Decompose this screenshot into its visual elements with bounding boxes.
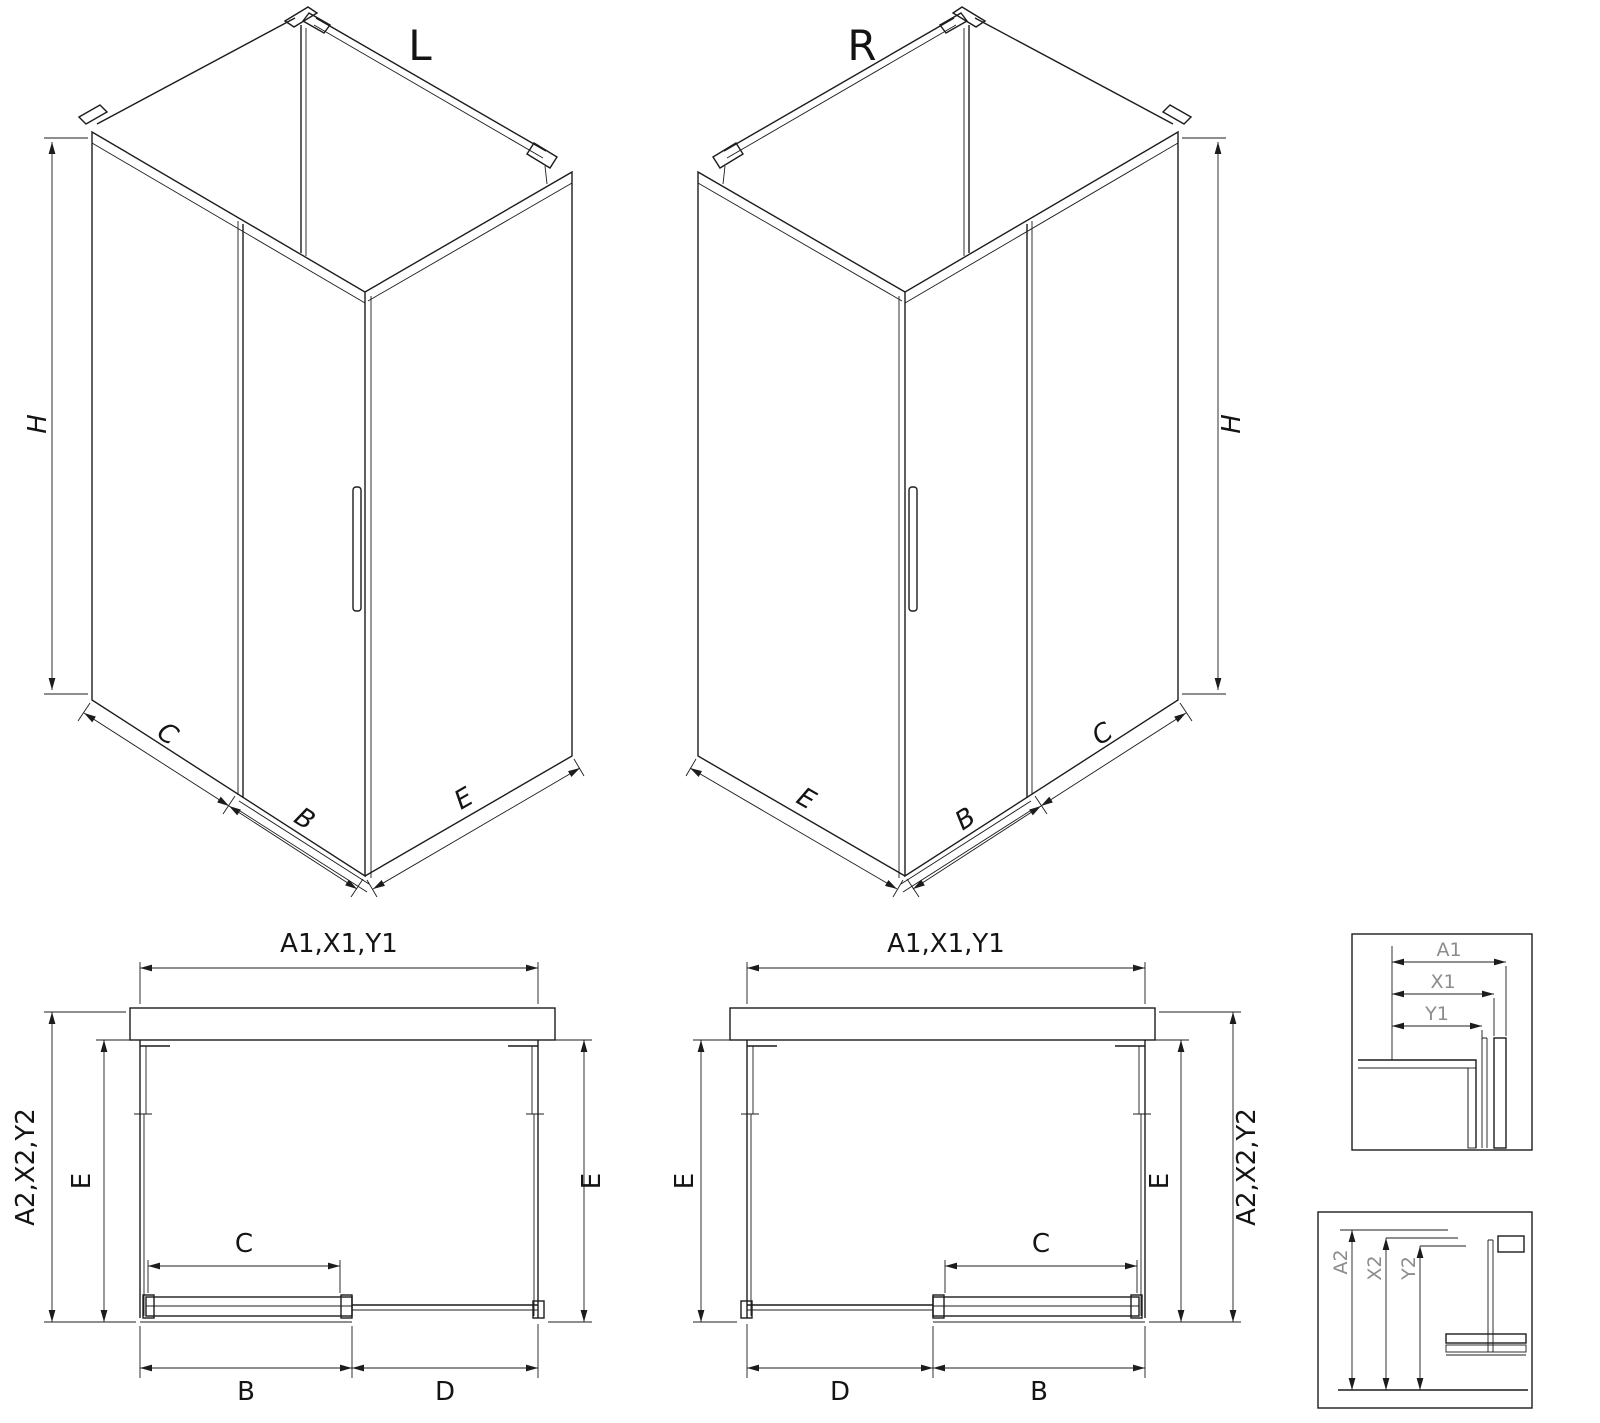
detail-width-y1-label: Y1 [1424,1003,1449,1025]
iso-right-dim-b-label: B [950,802,981,837]
detail-width-frame [1351,933,1533,1151]
plan-right-dim-width-label: A1,X1,Y1 [887,929,1005,959]
plan-right-linework [693,962,1241,1378]
plan-left-dim-c-label: C [235,1229,253,1259]
plan-right-dim-c-label: C [1032,1229,1050,1259]
detail-width-x1-label: X1 [1430,971,1455,993]
iso-right-linework [686,7,1226,897]
detail-width-a1-label: A1 [1436,939,1461,961]
iso-left-title: L [408,21,432,70]
plan-left-dim-width-label: A1,X1,Y1 [280,929,398,959]
iso-view-left: L H C B E [23,7,584,897]
plan-view-left: A1,X1,Y1 A2,X2,Y2 E E C B D [11,929,607,1407]
detail-depth-y2-label: Y2 [1398,1256,1420,1281]
plan-left-linework [44,962,592,1378]
iso-left-dim-e-label: E [449,782,479,816]
iso-left-dim-c-label: C [152,717,184,753]
plan-left-dim-e-right-label: E [577,1173,607,1189]
plan-left-dim-e-left-label: E [67,1173,97,1189]
plan-left-dim-d-label: D [435,1377,455,1407]
plan-right-dim-e-right-label: E [1145,1173,1175,1189]
plan-left-dim-outer-label: A2,X2,Y2 [11,1108,41,1226]
iso-left-linework [44,7,584,897]
detail-view-width: A1 X1 Y1 [1351,933,1533,1151]
plan-right-dim-outer-label: A2,X2,Y2 [1232,1108,1262,1226]
iso-right-dim-e-label: E [791,782,821,816]
iso-view-right: R H E B C [686,7,1247,897]
plan-right-dim-e-left-label: E [670,1173,700,1189]
detail-depth-x2-label: X2 [1364,1255,1386,1280]
plan-right-dim-b-label: B [1030,1377,1048,1407]
iso-right-title: R [847,21,876,70]
iso-left-dim-h-label: H [23,414,53,434]
detail-depth-a2-label: A2 [1330,1249,1352,1274]
detail-view-depth: A2 X2 Y2 [1317,1211,1533,1409]
plan-left-dim-b-label: B [237,1377,255,1407]
plan-view-right: A1,X1,Y1 E E A2,X2,Y2 C D B [670,929,1262,1407]
iso-right-dim-h-label: H [1217,414,1247,434]
plan-right-dim-d-label: D [830,1377,850,1407]
iso-left-dim-b-label: B [289,802,320,837]
iso-right-dim-c-label: C [1087,716,1119,752]
detail-depth-frame [1317,1211,1533,1409]
